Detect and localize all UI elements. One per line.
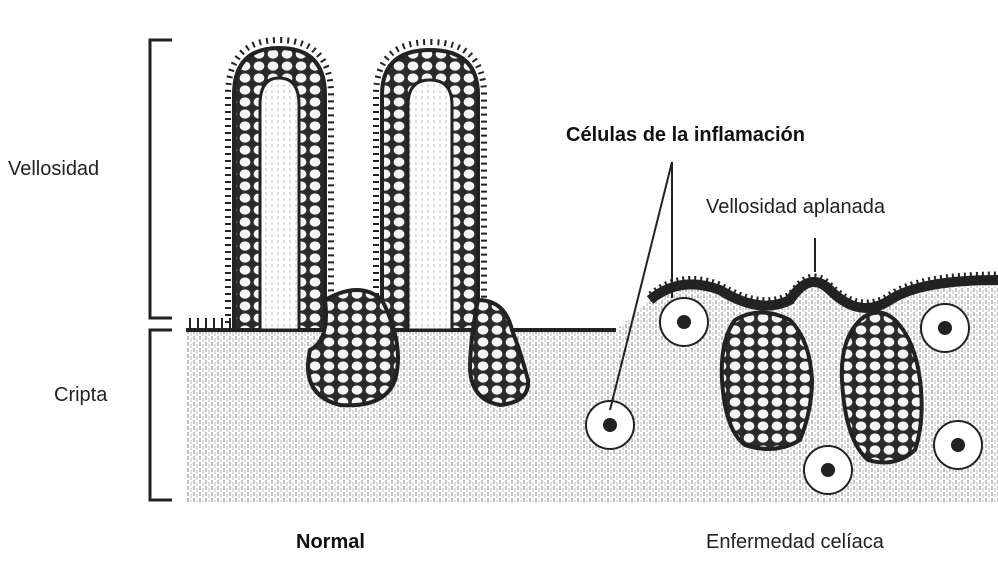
normal-crypt-2	[470, 300, 528, 405]
normal-lamina-propria	[186, 330, 616, 502]
crypt-bracket	[150, 330, 172, 500]
flattened-villus-label: Vellosidad aplanada	[706, 196, 885, 219]
crypt-label: Cripta	[54, 384, 107, 407]
celiac-caption: Enfermedad celíaca	[706, 531, 884, 554]
inflammation-cells-label: Células de la inflamación	[566, 124, 805, 147]
inflammatory-cell	[934, 421, 982, 469]
normal-caption: Normal	[296, 531, 365, 554]
inflammatory-cell	[660, 298, 708, 346]
inflammatory-cell	[921, 304, 969, 352]
villus-bracket	[150, 40, 172, 318]
normal-brush-border-left	[190, 318, 230, 328]
normal-mucosa	[186, 40, 616, 502]
brackets	[150, 40, 172, 500]
celiac-crypt-1	[722, 313, 812, 450]
normal-villus-1	[228, 40, 331, 330]
inflammatory-cell	[804, 446, 852, 494]
villus-label: Vellosidad	[8, 158, 99, 181]
normal-villus-2	[376, 42, 484, 330]
